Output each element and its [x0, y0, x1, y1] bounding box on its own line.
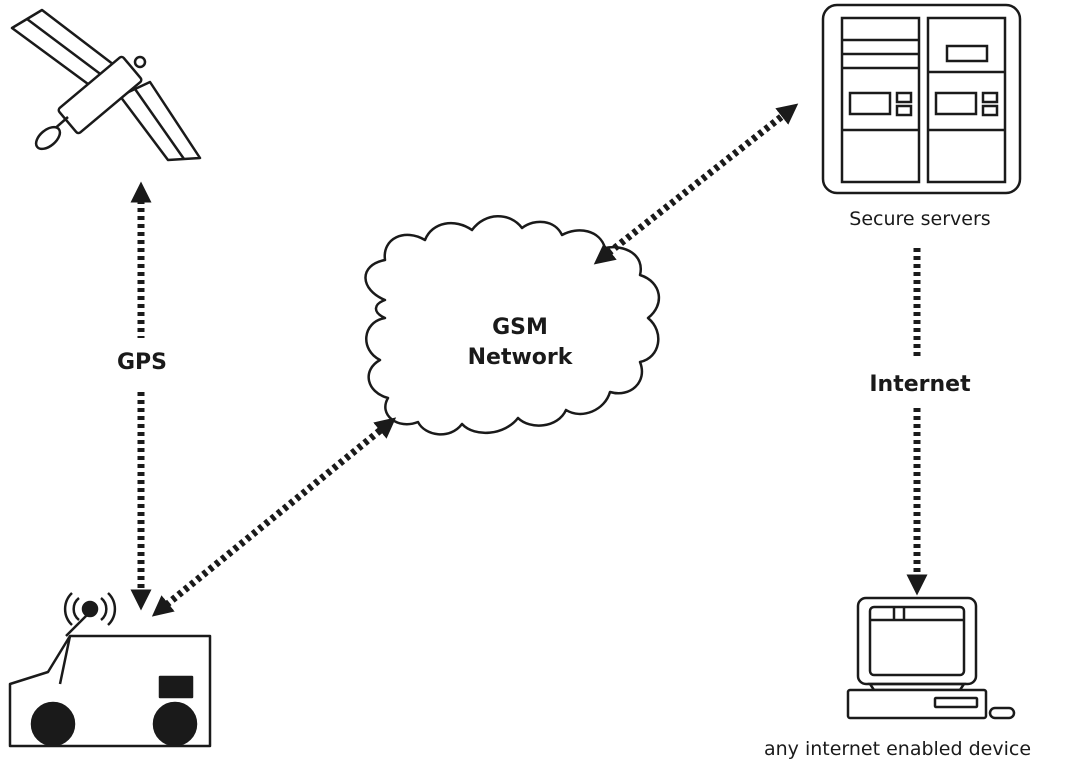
- gps-label: GPS: [116, 350, 168, 375]
- secure-servers-label: Secure servers: [849, 208, 991, 230]
- gsm-label-line1: GSM: [492, 315, 548, 340]
- gsm-label-line2: Network: [467, 345, 573, 370]
- truck-icon: [8, 592, 212, 748]
- device-label: any internet enabled device: [763, 738, 1032, 760]
- servers-icon: [821, 3, 1022, 195]
- gsm-cloud-icon: [364, 215, 661, 436]
- truck-gsm-link: [151, 417, 397, 617]
- gsm-servers-link: [593, 103, 799, 265]
- internet-label: Internet: [869, 372, 971, 397]
- satellite-icon: [10, 8, 202, 162]
- computer-icon: [846, 596, 1016, 720]
- gsm-network-label: GSM Network: [440, 313, 600, 373]
